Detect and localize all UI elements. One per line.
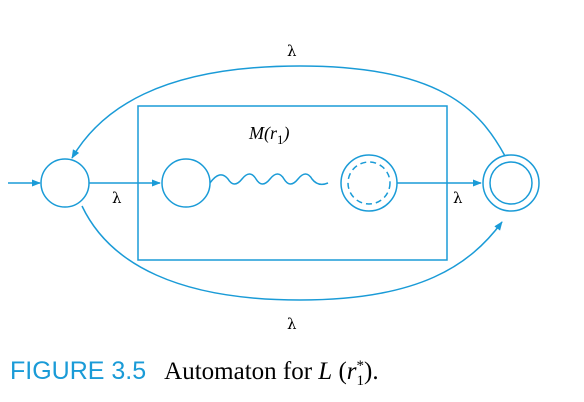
state-final: [482, 154, 540, 212]
edge-label-into-machine: λ: [112, 189, 122, 207]
edge-back-loop: [71, 65, 506, 159]
state-machine-final: [340, 154, 398, 212]
state-machine-final-inner-ring: [347, 161, 391, 205]
edge-skip: [81, 205, 503, 301]
automaton-diagram: M(r1) λ λ λ λ: [8, 42, 540, 333]
edge-label-skip: λ: [287, 315, 297, 333]
state-initial: [40, 158, 90, 208]
edge-label-back-loop: λ: [287, 42, 297, 60]
edge-label-out-of-machine: λ: [453, 189, 463, 207]
machine-internal-path: [209, 173, 329, 186]
machine-label: M(r1): [248, 123, 290, 147]
state-final-inner-ring: [489, 161, 533, 205]
caption-figure-label: FIGURE 3.5: [10, 357, 147, 385]
state-machine-initial: [161, 158, 211, 208]
figure-caption: FIGURE 3.5 Automaton for L (r*1).: [10, 357, 379, 390]
caption-text: Automaton for L (r*1).: [164, 357, 379, 390]
